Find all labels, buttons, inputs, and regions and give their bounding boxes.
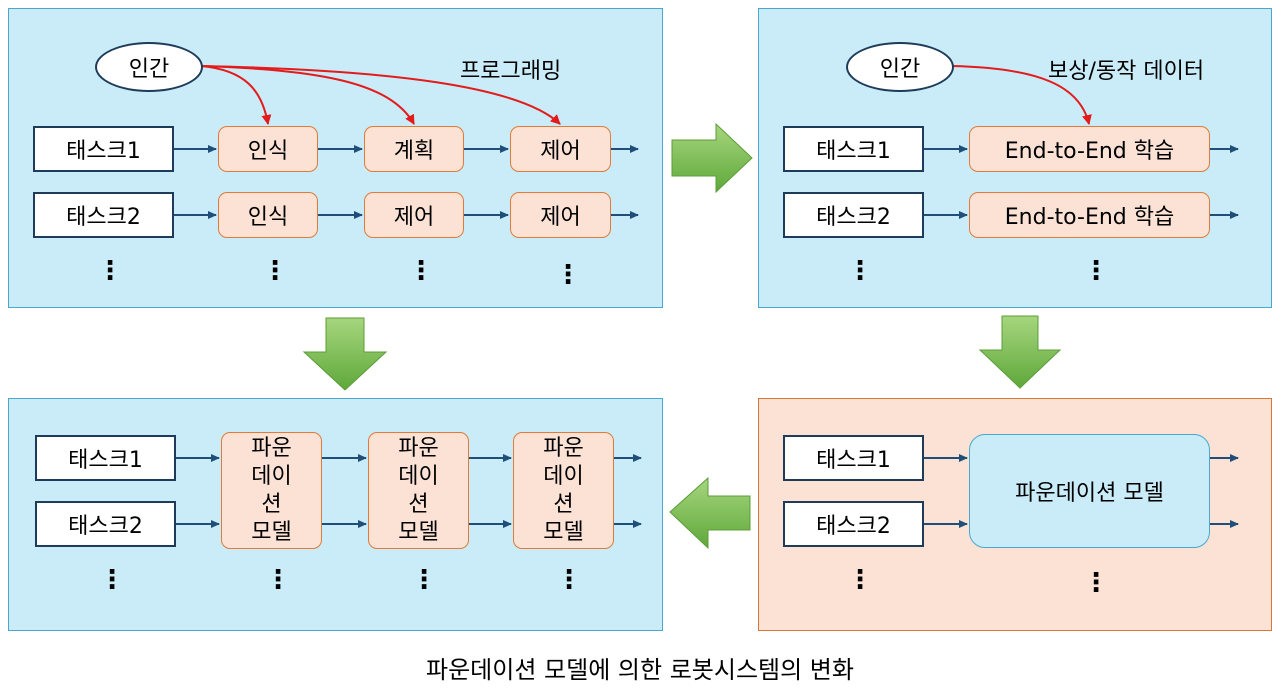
ellipsis: ⋮ (556, 565, 582, 595)
task-label: 태스크1 (816, 448, 891, 473)
programming-label: 프로그래밍 (460, 59, 562, 84)
control-box: 제어 (364, 192, 464, 238)
step-label: End-to-End 학습 (1004, 205, 1175, 230)
step-label: 제어 (393, 205, 435, 230)
step-label: End-to-End 학습 (1004, 139, 1175, 164)
perception-box: 인식 (218, 192, 318, 238)
model-label-line: 모델 (398, 519, 439, 545)
task-2-box: 태스크2 (783, 192, 924, 238)
ellipsis: ⋮ (411, 565, 437, 595)
human-label: 인간 (128, 57, 170, 82)
ellipsis: ⋮ (99, 565, 125, 595)
transition-arrow-down-left (302, 317, 388, 391)
model-label-line: 모델 (543, 519, 584, 545)
ellipsis: ⋮ (555, 260, 581, 290)
end-to-end-box: End-to-End 학습 (969, 192, 1210, 238)
ellipsis: ⋮ (847, 565, 873, 595)
step-label: 인식 (247, 205, 289, 230)
programming-arrow (200, 65, 272, 125)
model-label-line: 파운 (398, 435, 439, 461)
model-label-line: 모델 (251, 519, 292, 545)
model-label-line: 파운 (543, 435, 584, 461)
programming-arrow (200, 65, 561, 125)
task-1-box: 태스크1 (33, 126, 174, 172)
task-label: 태스크2 (66, 205, 141, 230)
human-node: 인간 (846, 42, 954, 92)
ellipsis: ⋮ (262, 256, 288, 286)
task-label: 태스크2 (816, 205, 891, 230)
foundation-model-box: 파운 데이 션 모델 (513, 432, 614, 549)
step-label: 제어 (540, 205, 581, 230)
control-box: 제어 (510, 192, 611, 238)
task-2-box: 태스크2 (783, 501, 924, 547)
ellipsis: ⋮ (1083, 256, 1109, 286)
ellipsis: ⋮ (408, 256, 434, 286)
figure-caption: 파운데이션 모델에 의한 로봇시스템의 변화 (426, 656, 854, 684)
step-label: 계획 (393, 139, 435, 164)
step-label: 인식 (247, 139, 289, 164)
task-2-box: 태스크2 (35, 501, 176, 547)
human-label: 인간 (879, 57, 921, 82)
human-node: 인간 (95, 42, 203, 92)
foundation-model-box: 파운 데이 션 모델 (368, 432, 469, 549)
transition-arrow-right (671, 122, 753, 194)
foundation-model-box: 파운데이션 모델 (969, 434, 1210, 548)
ellipsis: ⋮ (1083, 568, 1109, 598)
model-label-line: 데이 (398, 463, 439, 489)
model-label-line: 션 (553, 491, 574, 517)
task-label: 태스크1 (816, 139, 891, 164)
model-label-line: 파운 (251, 435, 292, 461)
task-label: 태스크1 (68, 448, 143, 473)
task-1-box: 태스크1 (783, 126, 924, 172)
step-label: 제어 (540, 139, 581, 164)
task-1-box: 태스크1 (35, 435, 176, 481)
model-label-line: 션 (261, 491, 282, 517)
planning-box: 계획 (364, 126, 464, 172)
perception-box: 인식 (218, 126, 318, 172)
task-label: 태스크2 (68, 514, 143, 539)
ellipsis: ⋮ (847, 256, 873, 286)
reward-data-label: 보상/동작 데이터 (1048, 59, 1205, 84)
task-label: 태스크1 (66, 139, 141, 164)
transition-arrow-down-right (978, 315, 1062, 389)
model-label-line: 션 (408, 491, 429, 517)
end-to-end-box: End-to-End 학습 (969, 126, 1210, 172)
model-label: 파운데이션 모델 (1015, 481, 1164, 506)
data-arrow (951, 65, 1092, 125)
ellipsis: ⋮ (97, 256, 123, 286)
model-label-line: 데이 (251, 463, 292, 489)
task-1-box: 태스크1 (783, 435, 924, 481)
model-label-line: 데이 (543, 463, 584, 489)
control-box: 제어 (510, 126, 611, 172)
ellipsis: ⋮ (265, 565, 291, 595)
foundation-model-box: 파운 데이 션 모델 (221, 432, 322, 549)
transition-arrow-left (669, 476, 751, 550)
task-2-box: 태스크2 (33, 192, 174, 238)
task-label: 태스크2 (816, 514, 891, 539)
